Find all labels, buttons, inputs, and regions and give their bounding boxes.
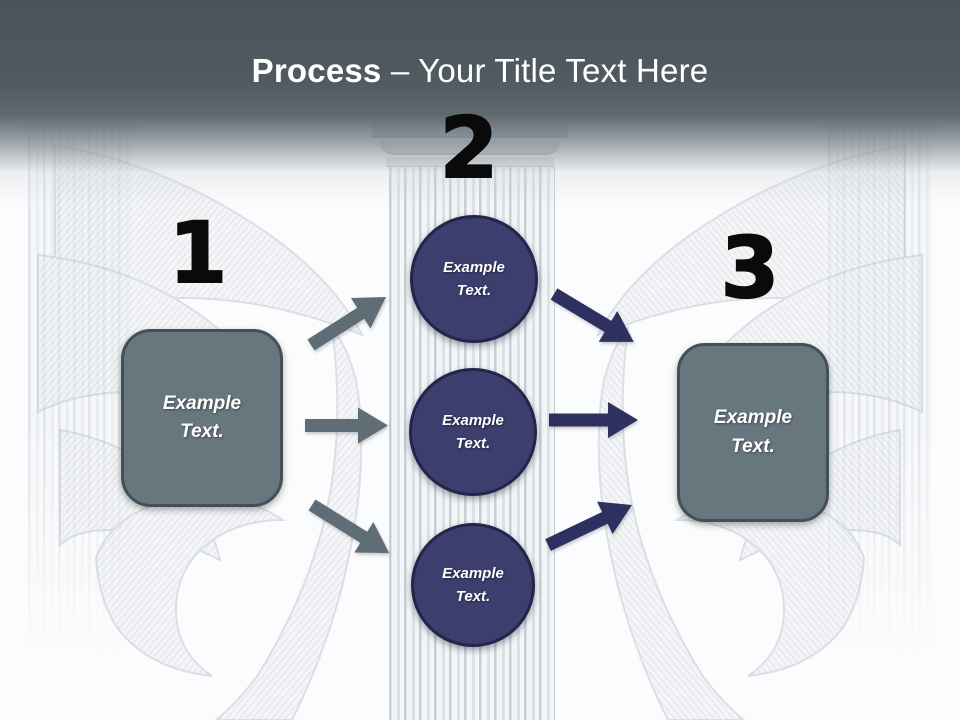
step2-circle-top: Example Text. (410, 215, 538, 343)
step3-box: Example Text. (677, 343, 829, 522)
arrow-gray-down-icon (308, 499, 390, 554)
step-number-3: 3 (720, 219, 780, 317)
step2-circle-middle-label: Example Text. (442, 411, 504, 452)
arrow-navy-middle-icon (549, 402, 638, 438)
step2-circle-bottom: Example Text. (411, 523, 535, 647)
step1-box: Example Text. (121, 329, 283, 507)
step-number-1: 1 (168, 204, 228, 302)
step1-box-label: Example Text. (162, 392, 242, 443)
step3-box-label: Example Text. (713, 407, 793, 457)
arrow-navy-up-icon (545, 501, 632, 551)
arrow-gray-up-icon (307, 297, 386, 351)
arrow-navy-down-icon (550, 288, 634, 342)
arrow-gray-middle-icon (305, 407, 388, 444)
step2-circle-bottom-label: Example Text. (442, 564, 504, 605)
step2-circle-middle: Example Text. (409, 368, 537, 496)
step2-circle-top-label: Example Text. (443, 258, 505, 299)
